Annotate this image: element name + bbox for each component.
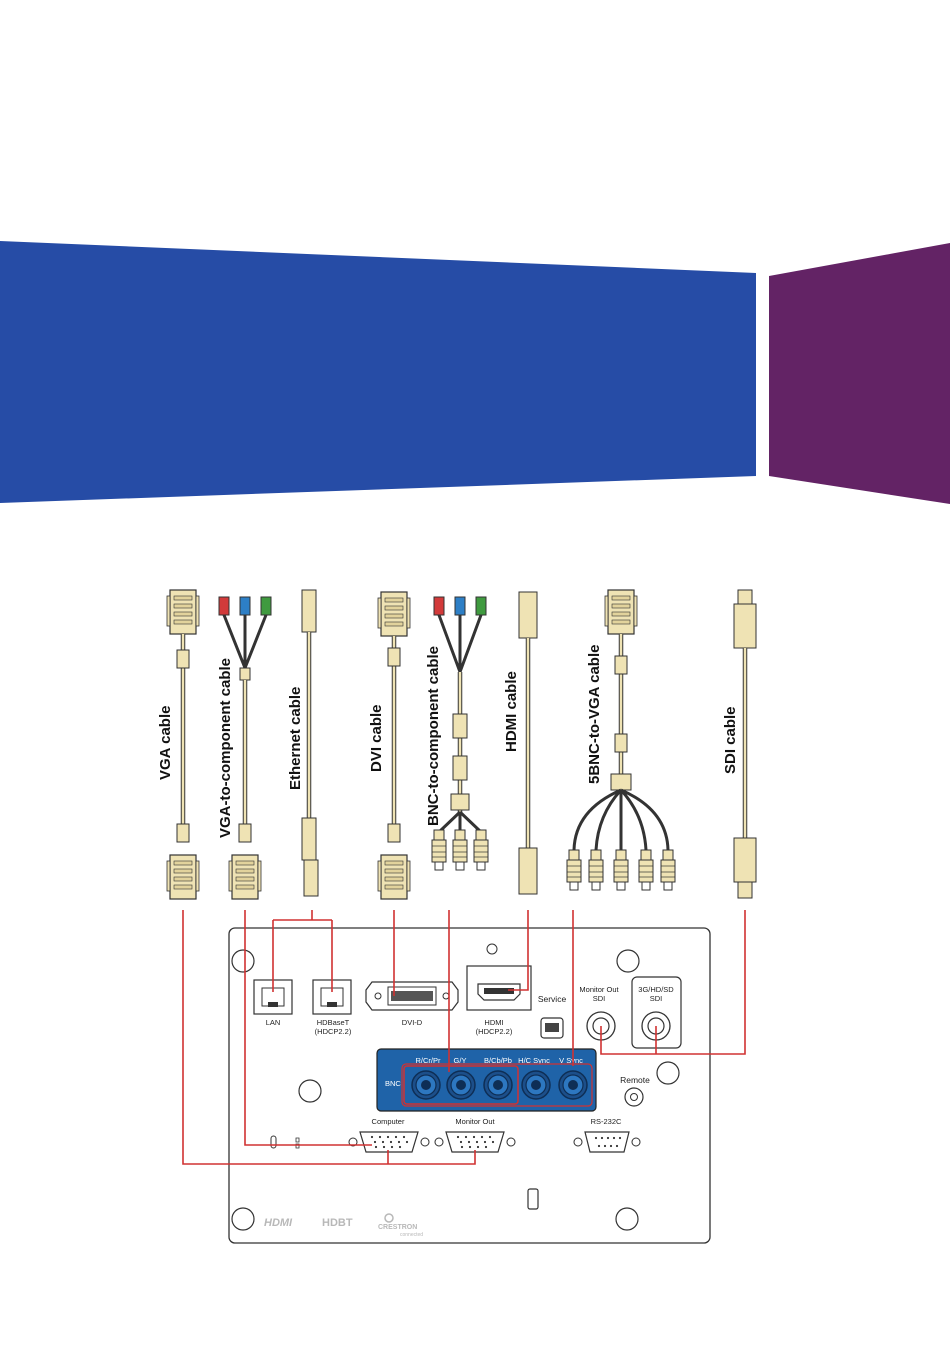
cable-label-sdi: SDI cable xyxy=(722,706,739,774)
cable-label-vga: VGA cable xyxy=(157,706,174,780)
bnc-port-hsync xyxy=(521,1070,551,1100)
line-vga-component xyxy=(244,910,372,1146)
connection-lines xyxy=(182,910,746,1165)
port-label-remote: Remote xyxy=(620,1075,650,1085)
crestron-logo: CRESTRON connected xyxy=(378,1213,423,1238)
usb-port xyxy=(527,1188,539,1210)
bnc-port-bcb xyxy=(483,1070,513,1100)
port-label-monitor-sdi: Monitor Out xyxy=(579,985,619,994)
bnc-component-cable: BNC-to-component cable xyxy=(425,596,489,871)
port-label-hdmi-hdcp: (HDCP2.2) xyxy=(476,1027,513,1036)
port-label-sdi-in: 3G/HD/SD xyxy=(638,985,674,994)
line-vga xyxy=(182,910,476,1165)
cable-label-vga-component: VGA-to-component cable xyxy=(217,658,234,838)
hdmi-port xyxy=(466,965,532,1011)
blue-banner xyxy=(0,241,756,503)
bnc-label: BNC xyxy=(385,1079,401,1088)
bnc-port-vsync xyxy=(558,1070,588,1100)
dvi-cable: DVI cable xyxy=(368,591,411,900)
bnc-label-bcb: B/Cb/Pb xyxy=(484,1056,512,1065)
screw-hole xyxy=(298,1079,322,1103)
port-label-hdmi: HDMI xyxy=(484,1018,503,1027)
cable-label-ethernet: Ethernet cable xyxy=(287,687,304,790)
port-label-dvid: DVI-D xyxy=(402,1018,423,1027)
port-label-hdbaset: HDBaseT xyxy=(317,1018,350,1027)
hdmi-logo: HDMI xyxy=(264,1217,293,1229)
remote-port xyxy=(624,1087,644,1107)
screw-hole xyxy=(615,1207,639,1231)
port-label-computer: Computer xyxy=(372,1117,405,1126)
screw-hole xyxy=(231,1207,255,1231)
bnc-vga-cable: 5BNC-to-VGA cable xyxy=(566,589,676,891)
bnc-label-vsync: V Sync xyxy=(559,1056,583,1065)
rs232c-port xyxy=(573,1131,641,1153)
vga-component-cable: VGA-to-component cable xyxy=(217,596,272,900)
bnc-label-gy: G/Y xyxy=(454,1056,467,1065)
monitor-out-port xyxy=(434,1131,516,1153)
vga-cable: VGA cable xyxy=(157,589,200,900)
computer-port xyxy=(348,1131,430,1153)
bnc-component-highlight xyxy=(403,1065,519,1105)
cable-label-bnc-vga: 5BNC-to-VGA cable xyxy=(586,645,603,784)
small-hole xyxy=(486,943,498,955)
bnc-label-hsync: H/C Sync xyxy=(518,1056,550,1065)
bnc-label-rcr: R/Cr/Pr xyxy=(416,1056,442,1065)
ethernet-cable: Ethernet cable xyxy=(287,589,319,897)
purple-banner xyxy=(769,243,950,504)
svg-text:CRESTRON: CRESTRON xyxy=(378,1224,417,1231)
port-label-monitor-out: Monitor Out xyxy=(455,1117,495,1126)
bnc-port-gy xyxy=(446,1070,476,1100)
port-label-service: Service xyxy=(538,994,567,1004)
port-label-rs232c: RS-232C xyxy=(591,1117,622,1126)
port-label-monitor-sdi-2: SDI xyxy=(593,994,606,1003)
screw-hole xyxy=(656,1061,680,1085)
cable-label-hdmi: HDMI cable xyxy=(503,671,520,752)
screw-hole xyxy=(231,949,255,973)
cable-label-bnc-component: BNC-to-component cable xyxy=(425,646,442,826)
line-hdmi xyxy=(508,910,529,991)
bnc-port-rcr xyxy=(411,1070,441,1100)
line-ethernet xyxy=(272,910,333,992)
cable-label-dvi: DVI cable xyxy=(368,704,385,772)
port-label-hdbaset-hdcp: (HDCP2.2) xyxy=(315,1027,352,1036)
bnc-vga-highlight xyxy=(401,1063,593,1107)
port-label-sdi-in-2: SDI xyxy=(650,994,663,1003)
sdi-cable: SDI cable xyxy=(722,589,757,899)
svg-text:connected: connected xyxy=(400,1232,423,1238)
line-sdi xyxy=(600,910,746,1055)
port-label-lan: LAN xyxy=(266,1018,281,1027)
hdmi-cable: HDMI cable xyxy=(503,591,538,895)
screw-hole xyxy=(616,949,640,973)
dvid-port xyxy=(365,981,459,1011)
hdbaset-logo: HDBT xyxy=(322,1217,353,1229)
service-port xyxy=(540,1017,564,1039)
